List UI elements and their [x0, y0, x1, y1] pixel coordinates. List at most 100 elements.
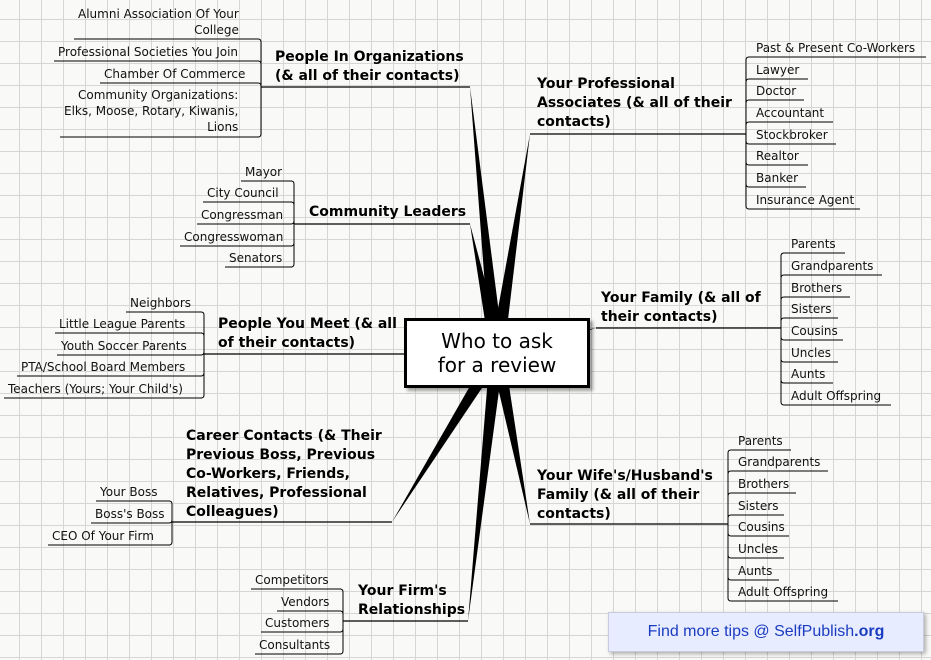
leaf-community-4: Senators	[229, 251, 283, 265]
leaf-organizations-1: Professional Societies You Join	[58, 45, 239, 59]
leaf-spouse-6: Aunts	[738, 564, 773, 578]
leaf-connector-community-2	[290, 220, 295, 225]
spoke-spouse	[490, 351, 530, 524]
leaf-family-4: Cousins	[791, 324, 838, 338]
leaf-family-1: Grandparents	[791, 259, 874, 273]
leaf-professional-1: Lawyer	[756, 63, 800, 77]
leaf-spouse-7: Adult Offspring	[738, 585, 829, 599]
spoke-career	[392, 349, 503, 522]
leaf-connector-family-0	[780, 252, 787, 328]
leaf-family-6: Aunts	[791, 367, 826, 381]
branch-label-organizations: People In Organizations (& all of their …	[275, 49, 464, 84]
leaf-connector-family-3	[780, 317, 787, 328]
leaf-professional-6: Banker	[756, 171, 799, 185]
leaf-connector-community-1	[290, 201, 295, 224]
leaf-community-3: Congresswoman	[184, 230, 284, 244]
leaf-connector-meet-1	[200, 332, 205, 354]
leaf-family-0: Parents	[791, 237, 836, 251]
leaf-meet-4: Teachers (Yours; Your Child's)	[8, 382, 183, 396]
leaf-spouse-1: Grandparents	[738, 455, 821, 469]
leaf-community-2: Congressman	[201, 208, 284, 222]
leaf-firm-3: Consultants	[259, 638, 331, 652]
leaf-connector-professional-4	[745, 134, 752, 145]
leaf-connector-meet-2	[200, 351, 205, 356]
leaf-connector-spouse-3	[727, 514, 734, 524]
leaf-professional-3: Accountant	[756, 106, 825, 120]
leaf-firm-1: Vendors	[281, 595, 330, 609]
leaf-family-3: Sisters	[791, 302, 832, 316]
leaf-family-7: Adult Offspring	[791, 389, 882, 403]
leaf-connector-family-4	[780, 328, 787, 341]
leaf-connector-organizations-2	[257, 82, 262, 87]
leaf-organizations-3: Community Organizations: Elks, Moose, Ro…	[64, 88, 239, 134]
leaf-connector-professional-2	[745, 99, 752, 134]
leaf-spouse-5: Uncles	[738, 542, 778, 556]
leaf-spouse-4: Cousins	[738, 520, 785, 534]
footer-banner[interactable]: Find more tips @ SelfPublish.org	[608, 612, 924, 652]
leaf-professional-7: Insurance Agent	[756, 193, 855, 207]
leaf-connector-spouse-0	[727, 449, 734, 524]
leaf-meet-2: Youth Soccer Parents	[61, 339, 187, 353]
leaf-connector-spouse-5	[727, 524, 734, 559]
leaf-connector-professional-1	[745, 78, 752, 134]
branch-label-spouse: Your Wife's/Husband's Family (& all of t…	[537, 468, 713, 522]
leaf-organizations-2: Chamber Of Commerce	[104, 67, 246, 81]
branch-label-professional: Your Professional Associates (& all of t…	[537, 76, 732, 130]
leaf-community-0: Mayor	[245, 165, 283, 179]
leaf-family-2: Brothers	[791, 281, 843, 295]
central-topic-label: Who to ask for a review	[437, 329, 557, 377]
leaf-organizations-0: Alumni Association Of Your College	[78, 7, 239, 37]
branch-label-community: Community Leaders	[309, 204, 467, 220]
leaf-career-0: Your Boss	[100, 485, 158, 499]
leaf-community-1: City Council	[207, 186, 279, 200]
leaf-connector-professional-3	[745, 121, 752, 134]
leaf-connector-organizations-1	[257, 60, 262, 87]
branch-label-family: Your Family (& all of their contacts)	[601, 290, 761, 325]
spoke-firm	[468, 352, 504, 621]
leaf-connector-meet-0	[200, 311, 205, 354]
leaf-spouse-3: Sisters	[738, 499, 779, 513]
leaf-connector-professional-7	[745, 134, 752, 210]
spoke-organizations	[470, 87, 504, 354]
branch-label-career: Career Contacts (& Their Previous Boss, …	[186, 428, 382, 520]
leaf-connector-career-1	[168, 519, 173, 524]
footer-tld: .org	[854, 623, 885, 640]
leaf-firm-2: Customers	[265, 616, 330, 630]
branch-label-meet: People You Meet (& all of their contacts…	[218, 316, 397, 351]
leaf-connector-family-7	[780, 328, 787, 406]
leaf-meet-0: Neighbors	[130, 296, 192, 310]
leaf-connector-professional-5	[745, 134, 752, 166]
leaf-connector-spouse-7	[727, 524, 734, 602]
leaf-connector-family-1	[780, 274, 787, 328]
leaf-professional-5: Realtor	[756, 149, 799, 163]
leaf-connector-organizations-0	[245, 38, 262, 87]
leaf-family-5: Uncles	[791, 346, 831, 360]
leaf-connector-professional-0	[745, 56, 752, 134]
leaf-connector-spouse-1	[727, 470, 734, 524]
leaf-connector-organizations-3	[257, 87, 262, 138]
branch-label-firm: Your Firm's Relationships	[358, 583, 466, 618]
leaf-connector-family-6	[780, 328, 787, 384]
leaf-connector-spouse-2	[727, 492, 734, 524]
leaf-connector-community-4	[290, 224, 295, 268]
leaf-spouse-0: Parents	[738, 434, 783, 448]
leaf-connector-career-0	[168, 500, 173, 522]
leaf-firm-0: Competitors	[255, 573, 329, 587]
leaf-connector-family-5	[780, 328, 787, 363]
leaf-connector-career-2	[168, 522, 173, 546]
leaf-connector-firm-3	[339, 621, 344, 655]
leaf-professional-4: Stockbroker	[756, 128, 828, 142]
leaf-spouse-2: Brothers	[738, 477, 790, 491]
leaf-connector-meet-4	[200, 354, 205, 399]
central-topic: Who to ask for a review	[404, 318, 590, 388]
leaf-connector-spouse-4	[727, 524, 734, 537]
leaf-career-2: CEO Of Your Firm	[52, 529, 154, 543]
leaf-connector-family-2	[780, 296, 787, 328]
leaf-connector-firm-0	[339, 588, 344, 621]
leaf-connector-spouse-6	[727, 524, 734, 581]
leaf-professional-0: Past & Present Co-Workers	[756, 41, 916, 55]
leaf-meet-3: PTA/School Board Members	[21, 360, 186, 374]
footer-text: Find more tips @ SelfPublish	[647, 623, 855, 640]
leaf-connector-professional-6	[745, 134, 752, 188]
leaf-career-1: Boss's Boss	[95, 507, 165, 521]
